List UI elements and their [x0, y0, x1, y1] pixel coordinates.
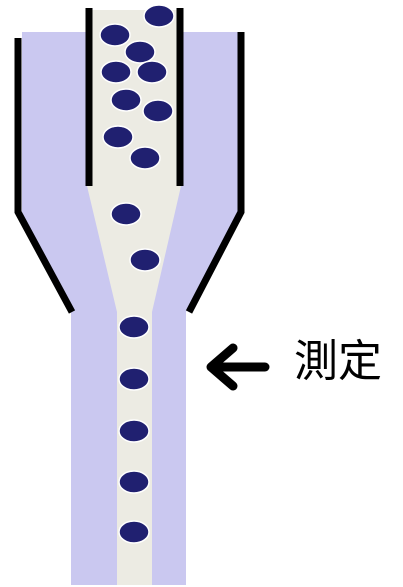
particle: [125, 41, 155, 63]
particle: [100, 24, 130, 46]
particle: [101, 61, 131, 83]
particle: [119, 420, 149, 442]
particle: [143, 100, 173, 122]
particle: [111, 89, 141, 111]
arrow-left-icon: [211, 348, 265, 386]
particle: [119, 316, 149, 338]
particle: [111, 203, 141, 225]
particle: [103, 126, 133, 148]
particle: [119, 368, 149, 390]
particle: [119, 471, 149, 493]
particle: [144, 5, 174, 27]
measurement-label: 測定: [294, 340, 382, 384]
particle: [130, 147, 160, 169]
particle: [137, 61, 167, 83]
particle: [119, 521, 149, 543]
particle: [130, 249, 160, 271]
